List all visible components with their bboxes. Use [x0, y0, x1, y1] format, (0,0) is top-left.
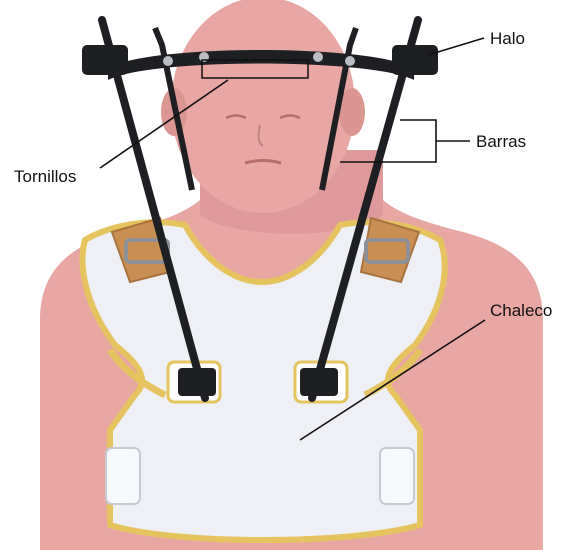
left-side-panel: [106, 448, 140, 504]
label-barras: Barras: [476, 132, 526, 151]
screw-1: [163, 56, 173, 66]
right-bar-clamp: [300, 368, 338, 396]
label-chaleco: Chaleco: [490, 301, 552, 320]
head: [171, 0, 355, 213]
halo-clamp-right: [392, 45, 438, 75]
screw-3: [313, 52, 323, 62]
halo-clamp-left: [82, 45, 128, 75]
right-side-panel: [380, 448, 414, 504]
label-halo: Halo: [490, 29, 525, 48]
label-tornillos: Tornillos: [14, 167, 76, 186]
left-bar-clamp: [178, 368, 216, 396]
screw-4: [345, 56, 355, 66]
